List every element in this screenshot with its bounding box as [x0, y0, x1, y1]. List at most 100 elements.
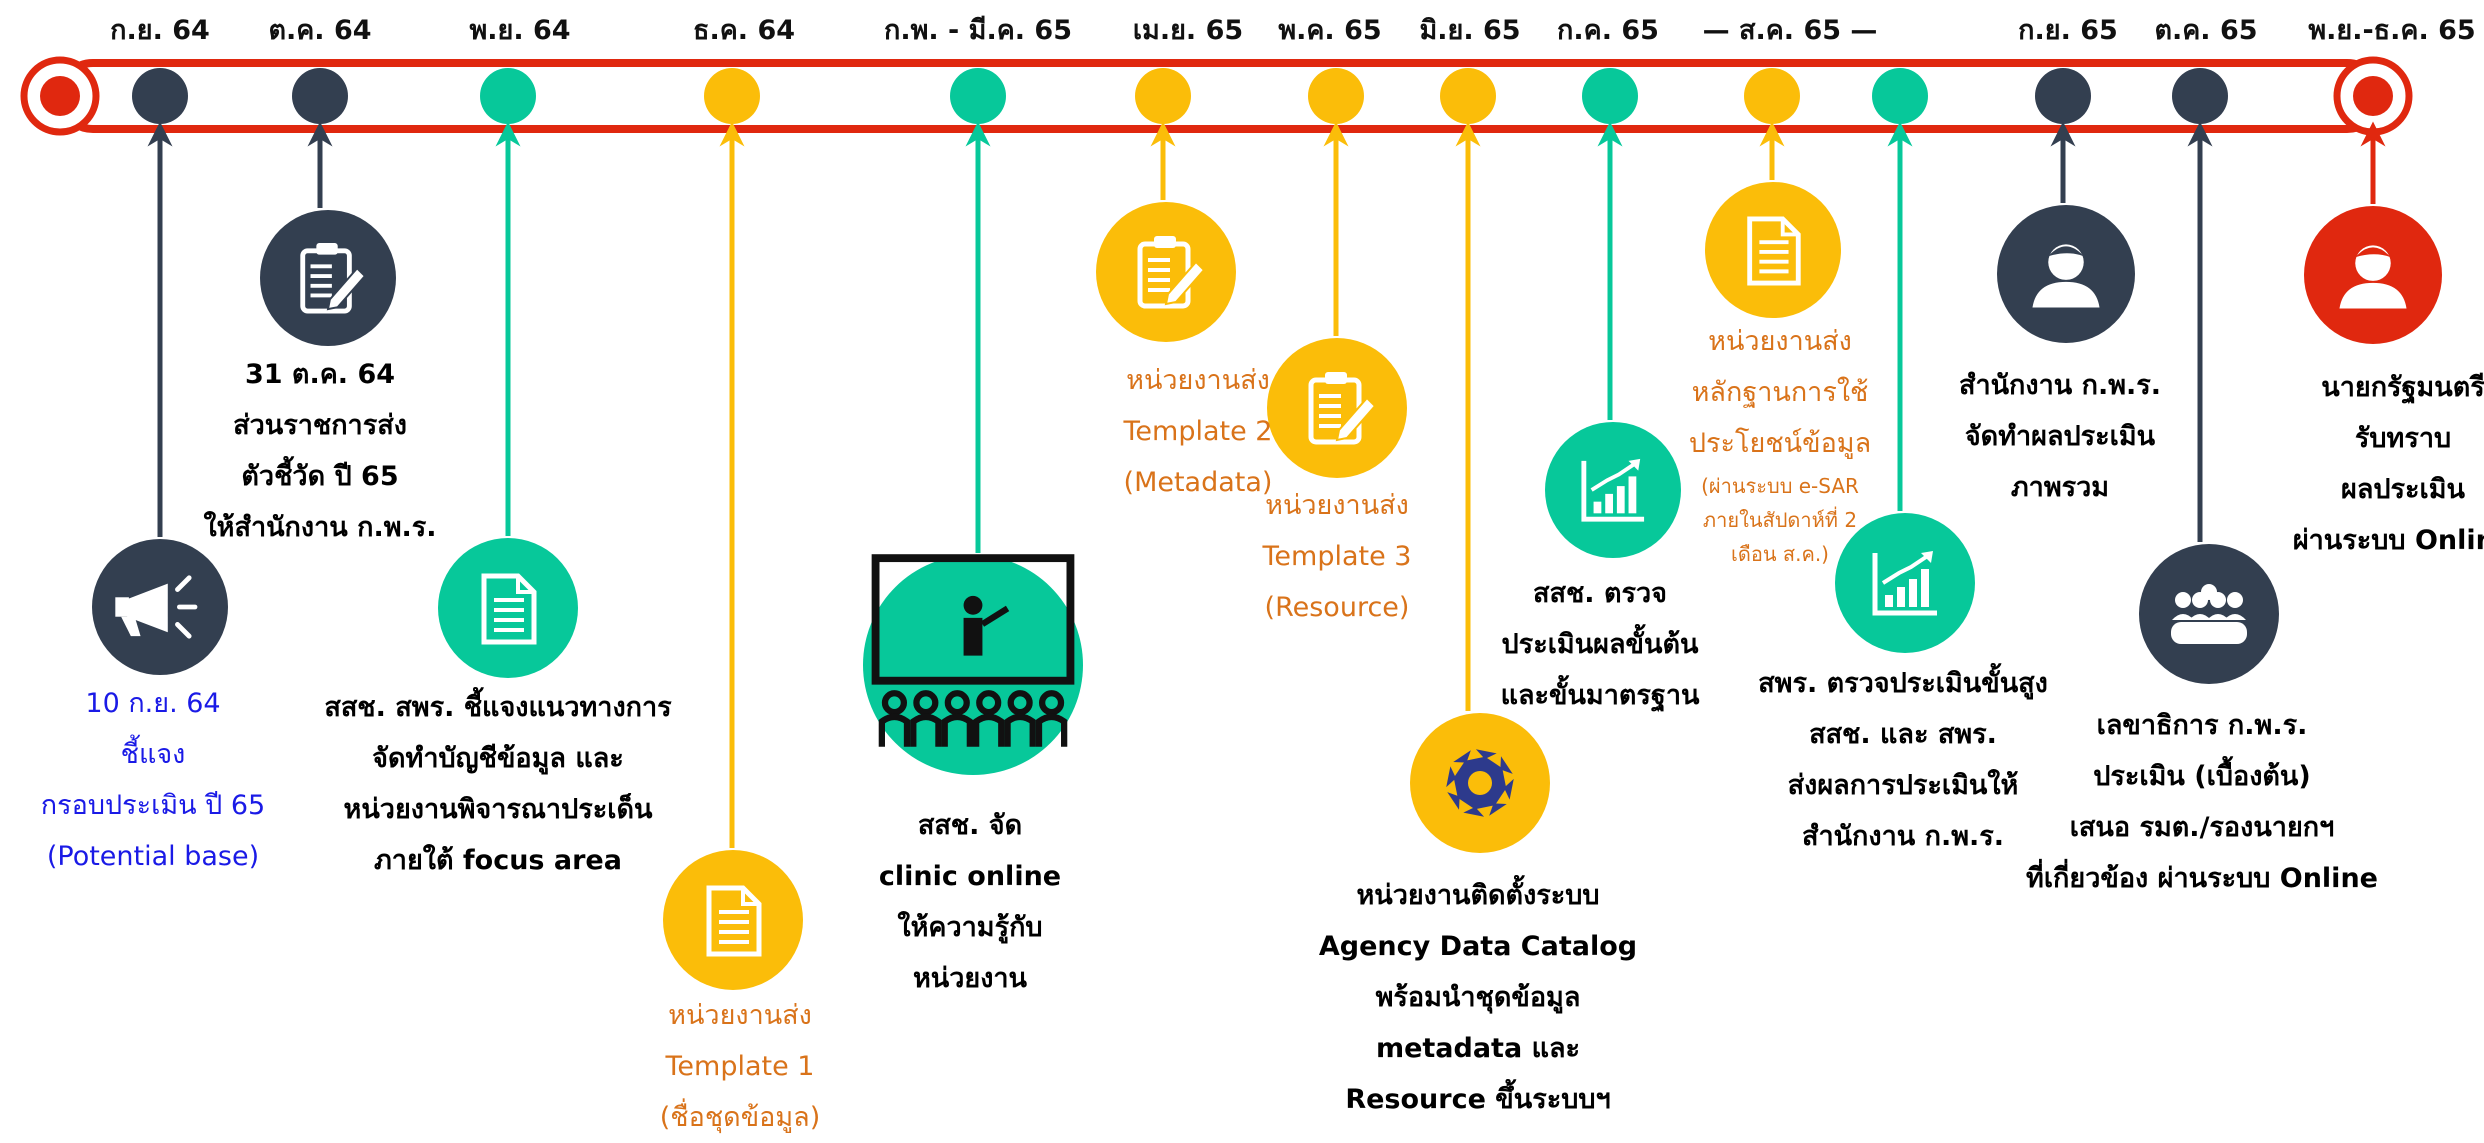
event-label-line: ส่งผลการประเมินให้ — [1787, 770, 2019, 801]
event-label-line: ที่เกี่ยวข้อง ผ่านระบบ Online — [2026, 863, 2378, 894]
event-label-line: ให้ความรู้กับ — [897, 912, 1043, 943]
event-label: สสช. สพร. ชี้แจงแนวทางการจัดทำบัญชีข้อมู… — [324, 682, 671, 886]
event-label-line: สำนักงาน ก.พ.ร. — [1801, 821, 2005, 852]
event-label-line: (Resource) — [1264, 592, 1410, 623]
event-label: สสช. จัด clinic online ให้ความรู้กับหน่วยง… — [879, 800, 1061, 1004]
clipboard-edit-icon — [1308, 372, 1377, 445]
event-label-line: หน่วยงานพิจารณาประเด็น — [343, 794, 653, 825]
event-label-line: หน่วยงานติดตั้งระบบ — [1356, 880, 1600, 911]
event-node — [2304, 206, 2442, 344]
event-label: สำนักงาน ก.พ.ร.จัดทำผลประเมินภาพรวม — [1959, 360, 2161, 513]
timeline-dot — [480, 68, 536, 124]
event-label-line: สสช. ตรวจ — [1533, 578, 1667, 609]
event-label: เลขาธิการ ก.พ.ร. ประเมิน (เบื้องต้น) เสนอ … — [2026, 700, 2378, 904]
person-icon — [2032, 244, 2100, 308]
event-label-note: (ผ่านระบบ e-SAR — [1701, 474, 1859, 498]
event-label: สพร. ตรวจประเมินขั้นสูงสสช. และ สพร.ส่งผ… — [1758, 658, 2048, 862]
document-icon — [1747, 216, 1801, 286]
event-node — [438, 538, 578, 678]
megaphone-icon — [115, 575, 198, 639]
event-node — [1545, 422, 1681, 558]
month-label: ก.ย. 64 — [110, 15, 210, 46]
clipboard-edit-icon — [1137, 236, 1206, 309]
month-label: ก.พ. - มี.ค. 65 — [883, 15, 1073, 46]
event-node-circle — [1545, 422, 1681, 558]
event-label-line: Resource ขึ้นระบบฯ — [1345, 1084, 1611, 1115]
month-label: ก.ค. 65 — [1557, 15, 1659, 46]
event-node — [1705, 182, 1841, 318]
growth-chart-icon — [1872, 551, 1937, 616]
event-label-line: เลขาธิการ ก.พ.ร. — [2096, 710, 2308, 741]
event-label: สสช. ตรวจประเมินผลขั้นต้นและขั้นมาตรฐาน — [1501, 568, 1700, 721]
event-label-line: หน่วยงานส่ง — [1265, 490, 1409, 521]
event-node-circle — [2139, 544, 2279, 684]
month-label: มิ.ย. 65 — [1419, 15, 1521, 46]
event-node — [1410, 713, 1550, 853]
growth-chart-icon — [1581, 458, 1645, 522]
event-node — [1835, 513, 1975, 653]
month-label: ต.ค. 64 — [268, 15, 372, 46]
event-label-line: Template 3 — [1262, 541, 1412, 572]
event-node — [2139, 544, 2279, 684]
timeline-dot — [1135, 68, 1191, 124]
gear-icon — [1446, 749, 1514, 817]
month-label: ก.ย. 65 — [2018, 15, 2118, 46]
event-label-line: 10 ก.ย. 64 — [85, 688, 221, 719]
timeline-dot — [1440, 68, 1496, 124]
timeline-bar — [56, 59, 2384, 133]
event-label-line: ผ่านระบบ Online — [2292, 525, 2484, 556]
event-label-line: พร้อมนำชุดข้อมูล — [1375, 982, 1581, 1013]
event-node — [663, 850, 803, 990]
event-node — [863, 554, 1083, 775]
event-label-line: จัดทำบัญชีข้อมูล และ — [372, 743, 624, 774]
timeline-dot — [1744, 68, 1800, 124]
timeline-dot — [704, 68, 760, 124]
event-label-line: ภายใต้ focus area — [374, 845, 622, 876]
event-label-line: ภาพรวม — [2010, 472, 2110, 503]
event-label-line: เสนอ รมต./รองนายกฯ — [2069, 812, 2335, 843]
month-label: ต.ค. 65 — [2154, 15, 2258, 46]
event-label-note: ภายในสัปดาห์ที่ 2 — [1702, 508, 1858, 532]
event-label: หน่วยงานส่ง Template 3 (Resource) — [1263, 480, 1412, 633]
event-label-line: และขั้นมาตรฐาน — [1500, 680, 1700, 711]
event-label-line: ประโยชน์ข้อมูล — [1688, 428, 1872, 459]
event-label-line: ส่วนราชการส่ง — [233, 410, 407, 441]
event-label-line: ผลประเมิน — [2341, 474, 2465, 505]
event-node — [1267, 338, 1407, 478]
document-icon — [481, 573, 537, 645]
timeline-dot — [1308, 68, 1364, 124]
event-label-line: สสช. จัด — [917, 810, 1023, 841]
event-label-line: ประเมินผลขั้นต้น — [1501, 629, 1699, 660]
clipboard-edit-icon — [300, 243, 367, 314]
event-label-line: สสช. และ สพร. — [1809, 719, 1997, 750]
person-icon — [2339, 245, 2407, 309]
event-label-line: หน่วยงานส่ง — [1708, 326, 1852, 357]
event-label-line: สำนักงาน ก.พ.ร. — [1958, 370, 2162, 401]
month-label: — ส.ค. 65 — — [1702, 15, 1878, 46]
event-label-line: metadata และ — [1375, 1033, 1581, 1064]
classroom-presentation-icon — [871, 554, 1075, 747]
event-label-line: (Metadata) — [1123, 467, 1273, 498]
event-label-line: ให้สำนักงาน ก.พ.ร. — [203, 512, 437, 543]
month-label: พ.ค. 65 — [1278, 15, 1382, 46]
event-label-line: กรอบประเมิน ปี 65 — [40, 790, 266, 821]
event-label-line: หน่วยงาน — [912, 963, 1028, 994]
event-label-line: รับทราบ — [2354, 423, 2452, 454]
event-label-line: clinic online — [878, 861, 1062, 892]
event-label-line: ประเมิน (เบื้องต้น) — [2093, 761, 2311, 792]
month-label: พ.ย.-ธ.ค. 65 — [2308, 15, 2476, 46]
event-label-line: นายกรัฐมนตรี — [2321, 372, 2484, 403]
timeline-dot — [2035, 68, 2091, 124]
event-label-line: สสช. สพร. ชี้แจงแนวทางการ — [324, 692, 672, 723]
month-label: พ.ย. 64 — [469, 15, 571, 46]
event-label-line: หลักฐานการใช้ — [1691, 377, 1869, 408]
event-label: นายกรัฐมนตรีรับทราบผลประเมินผ่านระบบ Onl… — [2293, 362, 2484, 566]
document-icon — [706, 885, 762, 957]
timeline-dot — [1582, 68, 1638, 124]
event-label: หน่วยงานส่งหลักฐานการใช้ประโยชน์ข้อมูล (ผ… — [1689, 316, 1871, 571]
event-node-circle — [260, 210, 396, 346]
